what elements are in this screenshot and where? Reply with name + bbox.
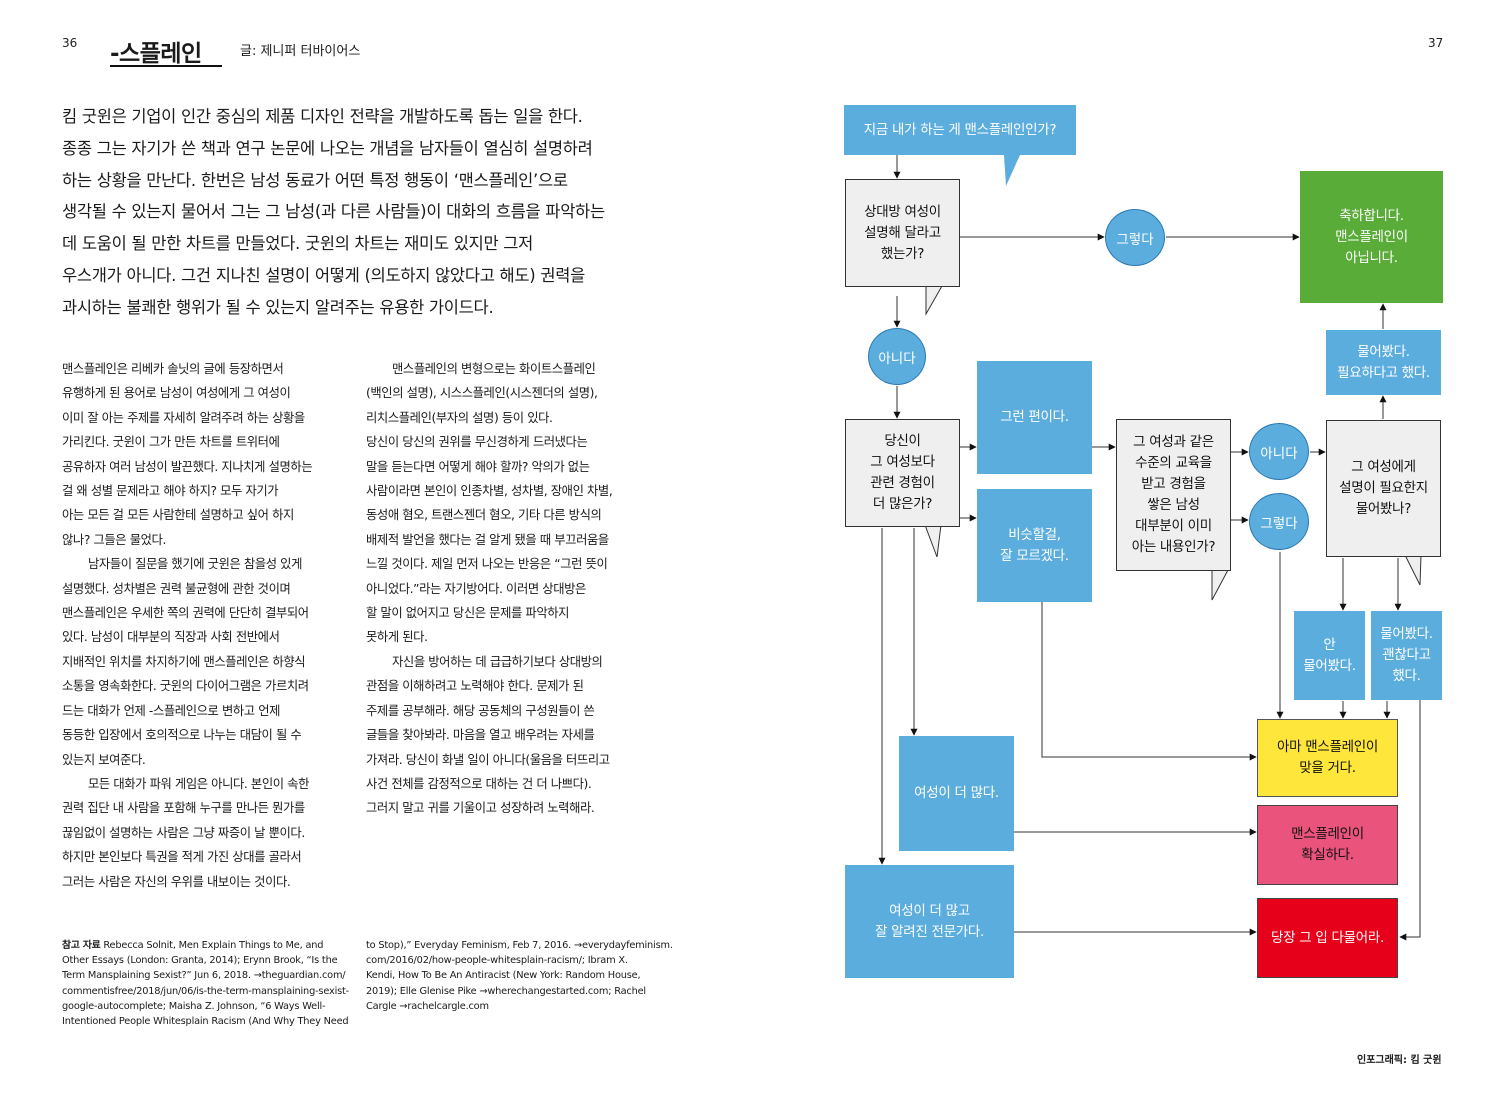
col1-line: 소통을 영속화한다. 굿윈의 다이어그램은 가르치려 bbox=[62, 679, 309, 694]
node-question-asked: 상대방 여성이 설명해 달라고 했는가? bbox=[845, 179, 960, 287]
lede-line: 과시하는 불쾌한 행위가 될 수 있는지 알려주는 유용한 가이드다. bbox=[62, 297, 494, 317]
lede-line: 생각될 수 있는지 물어서 그는 그 남성(과 다른 사람들)이 대화의 흐름을… bbox=[62, 202, 605, 222]
reference-line: Rebecca Solnit, Men Explain Things to Me… bbox=[103, 940, 324, 951]
lede-line: 데 도움이 될 만한 차트를 만들었다. 굿윈의 차트는 재미도 있지만 그저 bbox=[62, 234, 534, 254]
node-expert: 여성이 더 많고 잘 알려진 전문가다. bbox=[845, 865, 1014, 978]
col1-line: 동등한 입장에서 호의적으로 나누는 대담이 될 수 bbox=[62, 728, 302, 743]
col1-line: 않나? 그들은 물었다. bbox=[62, 532, 166, 547]
references-column-1: 참고 자료 Rebecca Solnit, Men Explain Things… bbox=[62, 938, 354, 1029]
lede-line: 하는 상황을 만난다. 한번은 남성 동료가 어떤 특정 행동이 ‘맨스플레인’… bbox=[62, 170, 568, 190]
lede-line: 우스개가 아니다. 그건 지나친 설명이 어떻게 (의도하지 않았다고 해도) … bbox=[62, 265, 586, 285]
reference-line: com/2016/02/how-people-whitesplain-racis… bbox=[366, 955, 628, 967]
lede-line: 종종 그는 자기가 쓴 책과 연구 논문에 나오는 개념을 남자들이 열심히 설… bbox=[62, 138, 593, 158]
col1-line: 이미 잘 아는 주제를 자세히 알려주려 하는 상황을 bbox=[62, 410, 305, 425]
body-column-2: 맨스플레인의 변형으로는 화이트스플레인 (백인의 설명), 시스스플레인(시스젠… bbox=[366, 357, 613, 821]
node-definitely-mansplaining: 맨스플레인이 확실하다. bbox=[1257, 805, 1398, 885]
reference-line: to Stop),” Everyday Feminism, Feb 7, 201… bbox=[366, 940, 673, 951]
col2-line: 맨스플레인의 변형으로는 화이트스플레인 bbox=[392, 362, 596, 376]
col2-line: 글들을 찾아봐라. 마음을 열고 배우려는 자세를 bbox=[366, 728, 595, 743]
col1-line: 맨스플레인은 우세한 쪽의 권력에 단단히 결부되어 bbox=[62, 606, 309, 621]
col1-line: 있다. 남성이 대부분의 직장과 사회 전반에서 bbox=[62, 630, 280, 645]
col1-line: 하지만 본인보다 특권을 적게 가진 상대를 골라서 bbox=[62, 850, 302, 865]
node-asked-fine: 물어봤다. 괜찮다고 했다. bbox=[1371, 611, 1442, 700]
right-page-number: 37 bbox=[1428, 36, 1444, 50]
col2-line: 관점을 이해하려고 노력해야 한다. 문제가 된 bbox=[366, 679, 584, 694]
col2-line: 말을 듣는다면 어떻게 해야 할까? 악의가 없는 bbox=[366, 459, 590, 474]
left-page-number: 36 bbox=[62, 36, 78, 50]
callout-tail bbox=[924, 524, 942, 558]
lede-line: 킴 굿윈은 기업이 인간 중심의 제품 디자인 전략을 개발하도록 돕는 일을 … bbox=[62, 107, 583, 126]
node-yes-2: 그렇다 bbox=[1249, 493, 1309, 550]
node-not-asked: 안 물어봤다. bbox=[1294, 611, 1365, 700]
node-similar: 비슷할걸, 잘 모르겠다. bbox=[977, 489, 1092, 602]
col1-line: 아는 모든 걸 모든 사람한테 설명하고 싶어 하지 bbox=[62, 508, 294, 523]
callout-tail bbox=[925, 285, 943, 316]
col1-line: 공유하자 여러 남성이 발끈했다. 지나치게 설명하는 bbox=[62, 459, 313, 474]
col1-line: 있는지 보여준다. bbox=[62, 752, 146, 767]
col2-line: 느낄 것이다. 제일 먼저 나오는 반응은 “그런 뜻이 bbox=[366, 557, 608, 572]
arrow bbox=[1399, 640, 1421, 941]
arrow bbox=[1041, 602, 1257, 761]
col2-line: 아니었다.”라는 자기방어다. 이러면 상대방은 bbox=[366, 581, 586, 596]
references-label: 참고 자료 bbox=[62, 940, 101, 951]
callout-tail bbox=[1004, 155, 1020, 186]
col1-line: 그러는 사람은 자신의 우위를 내보이는 것이다. bbox=[62, 874, 291, 889]
col2-line: 배제적 발언을 했다는 걸 알게 됐을 때 부끄러움을 bbox=[366, 532, 609, 547]
col2-line: 사람이라면 본인이 인종차별, 성차별, 장애인 차별, bbox=[366, 484, 613, 499]
reference-line: commentisfree/2018/jun/06/is-the-term-ma… bbox=[62, 985, 349, 997]
reference-line: Cargle →rachelcargle.com bbox=[366, 1000, 489, 1012]
node-more-likely: 그런 편이다. bbox=[977, 361, 1092, 474]
reference-line: google-autocomplete; Maisha Z. Johnson, … bbox=[62, 1000, 326, 1012]
col2-line: 사건 전체를 감정적으로 대하는 건 더 나쁘다). bbox=[366, 776, 592, 791]
col2-line: 가져라. 당신이 화낼 일이 아니다(울음을 터뜨리고 bbox=[366, 752, 610, 767]
references-column-2: to Stop),” Everyday Feminism, Feb 7, 201… bbox=[366, 938, 673, 1014]
node-yes-1: 그렇다 bbox=[1105, 209, 1165, 266]
node-congrats: 축하합니다. 맨스플레인이 아닙니다. bbox=[1300, 171, 1443, 303]
callout-tail bbox=[1211, 569, 1229, 601]
col2-line: 리치스플레인(부자의 설명) 등이 있다. bbox=[366, 410, 553, 425]
col1-line: 끊임없이 설명하는 사람은 그냥 짜증이 날 뿐이다. bbox=[62, 825, 305, 840]
node-asked-needed: 물어봤다. 필요하다고 했다. bbox=[1326, 330, 1441, 395]
reference-line: Kendi, How To Be An Antiracist (New York… bbox=[366, 970, 641, 982]
reference-line: 2019); Elle Glenise Pike →wherechangesta… bbox=[366, 985, 646, 997]
col2-line: 동성애 혐오, 트랜스젠더 혐오, 기타 다른 방식의 bbox=[366, 508, 602, 523]
node-question-education: 그 여성과 같은 수준의 교육을 받고 경험을 쌓은 남성 대부분이 이미 아는… bbox=[1116, 419, 1231, 571]
title-underline bbox=[110, 65, 222, 67]
node-probably-mansplaining: 아마 맨스플레인이 맞을 거다. bbox=[1257, 719, 1398, 797]
node-no-2: 아니다 bbox=[1249, 423, 1309, 480]
node-no-1: 아니다 bbox=[868, 328, 926, 385]
node-start-question: 지금 내가 하는 게 맨스플레인인가? bbox=[844, 105, 1076, 155]
node-shut-up: 당장 그 입 다물어라. bbox=[1257, 898, 1398, 978]
col1-line: 드는 대화가 언제 -스플레인으로 변하고 언제 bbox=[62, 703, 281, 718]
reference-line: Term Mansplaining Sexist?” Jun 6, 2018. … bbox=[62, 970, 346, 982]
col2-line: 그러지 말고 귀를 기울이고 성장하려 노력해라. bbox=[366, 801, 595, 816]
reference-line: Intentioned People Whitesplain Racism (A… bbox=[62, 1016, 349, 1028]
node-question-experience: 당신이 그 여성보다 관련 경험이 더 많은가? bbox=[845, 419, 960, 527]
col1-line: 맨스플레인은 리베카 솔닛의 글에 등장하면서 bbox=[62, 362, 284, 376]
node-question-ask-need: 그 여성에게 설명이 필요한지 물어봤나? bbox=[1326, 420, 1441, 557]
col2-line: 주제를 공부해라. 해당 공동체의 구성원들이 쓴 bbox=[366, 703, 595, 718]
page-title: -스플레인 bbox=[110, 41, 202, 67]
infographic-credit: 인포그래픽: 킴 굿윈 bbox=[1357, 1055, 1442, 1066]
callout-tail bbox=[1404, 554, 1422, 586]
col2-line: 못하게 된다. bbox=[366, 630, 428, 645]
col1-line: 지배적인 위치를 차지하기에 맨스플레인은 하향식 bbox=[62, 654, 306, 669]
col2-line: 자신을 방어하는 데 급급하기보다 상대방의 bbox=[392, 654, 603, 669]
col2-line: 할 말이 없어지고 당신은 문제를 파악하지 bbox=[366, 606, 570, 621]
col1-line: 권력 집단 내 사람을 포함해 누구를 만나든 뭔가를 bbox=[62, 801, 305, 816]
col1-line: 걸 왜 성별 문제라고 해야 하지? 모두 자기가 bbox=[62, 484, 279, 499]
col1-line: 모든 대화가 파워 게임은 아니다. 본인이 속한 bbox=[88, 776, 309, 791]
col1-line: 설명했다. 성차별은 권력 불균형에 관한 것이며 bbox=[62, 581, 291, 596]
col1-line: 남자들이 질문을 했기에 굿윈은 참을성 있게 bbox=[88, 557, 302, 572]
reference-line: Other Essays (London: Granta, 2014); Ery… bbox=[62, 955, 338, 967]
col1-line: 유행하게 된 용어로 남성이 여성에게 그 여성이 bbox=[62, 386, 291, 401]
col2-line: 당신이 당신의 권위를 무신경하게 드러냈다는 bbox=[366, 435, 588, 450]
node-more-experience: 여성이 더 많다. bbox=[899, 736, 1014, 851]
byline: 글: 제니퍼 터바이어스 bbox=[240, 44, 361, 59]
col1-line: 가리킨다. 굿윈이 그가 만든 차트를 트위터에 bbox=[62, 435, 280, 450]
col2-line: (백인의 설명), 시스스플레인(시스젠더의 설명), bbox=[366, 386, 598, 401]
lede-paragraph: 킴 굿윈은 기업이 인간 중심의 제품 디자인 전략을 개발하도록 돕는 일을 … bbox=[62, 101, 605, 324]
